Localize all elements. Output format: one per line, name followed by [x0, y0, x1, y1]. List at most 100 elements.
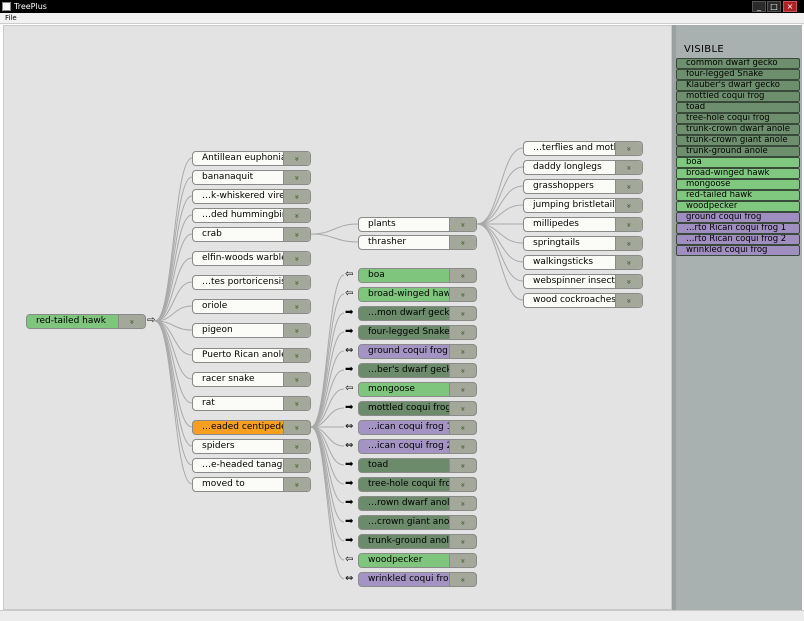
node-e-headed-tanager[interactable]: …e-headed tanager» [192, 458, 311, 473]
node-boa[interactable]: boa» [358, 268, 477, 283]
visible-list-item[interactable]: boa [676, 157, 800, 168]
node-puerto-rican-anole[interactable]: Puerto Rican anole» [192, 348, 311, 363]
expand-chevron-icon[interactable]: » [615, 275, 642, 288]
node-crown-giant-anole[interactable]: …crown giant anole» [358, 515, 477, 530]
node-tree-hole-coqui-frog[interactable]: tree-hole coqui frog» [358, 477, 477, 492]
expand-chevron-icon[interactable]: » [283, 228, 310, 241]
expand-chevron-icon[interactable]: » [449, 459, 476, 472]
visible-list-item[interactable]: common dwarf gecko [676, 58, 800, 69]
node-wrinkled-coqui-frog[interactable]: wrinkled coqui frog» [358, 572, 477, 587]
expand-chevron-icon[interactable]: » [283, 171, 310, 184]
node-thrasher[interactable]: thrasher» [358, 235, 477, 250]
expand-chevron-icon[interactable]: » [615, 199, 642, 212]
node-eaded-centipede[interactable]: …eaded centipede» [192, 420, 311, 435]
close-button[interactable]: × [783, 1, 797, 12]
visible-list-item[interactable]: mottled coqui frog [676, 91, 800, 102]
expand-chevron-icon[interactable]: » [283, 276, 310, 289]
visible-list-item[interactable]: broad-winged hawk [676, 168, 800, 179]
expand-chevron-icon[interactable]: » [283, 252, 310, 265]
expand-chevron-icon[interactable]: » [615, 142, 642, 155]
node-trunk-ground-anole[interactable]: trunk-ground anole» [358, 534, 477, 549]
visible-list-item[interactable]: tree-hole coqui frog [676, 113, 800, 124]
node-red-tailed-hawk[interactable]: red-tailed hawk» [26, 314, 146, 329]
expand-chevron-icon[interactable]: » [283, 397, 310, 410]
visible-list-item[interactable]: red-tailed hawk [676, 190, 800, 201]
node-walkingsticks[interactable]: walkingsticks» [523, 255, 643, 270]
node-plants[interactable]: plants» [358, 217, 477, 232]
expand-chevron-icon[interactable]: » [283, 300, 310, 313]
visible-list-item[interactable]: toad [676, 102, 800, 113]
node-mottled-coqui-frog[interactable]: mottled coqui frog» [358, 401, 477, 416]
visible-list-item[interactable]: trunk-crown dwarf anole [676, 124, 800, 135]
maximize-button[interactable]: □ [767, 1, 781, 12]
visible-list-item[interactable]: woodpecker [676, 201, 800, 212]
node-rown-dwarf-anole[interactable]: …rown dwarf anole» [358, 496, 477, 511]
node-racer-snake[interactable]: racer snake» [192, 372, 311, 387]
node-four-legged-snake[interactable]: four-legged Snake» [358, 325, 477, 340]
expand-chevron-icon[interactable]: » [449, 402, 476, 415]
node-crab[interactable]: crab» [192, 227, 311, 242]
visible-list-item[interactable]: ground coqui frog [676, 212, 800, 223]
expand-chevron-icon[interactable]: » [283, 373, 310, 386]
expand-chevron-icon[interactable]: » [449, 364, 476, 377]
expand-chevron-icon[interactable]: » [449, 554, 476, 567]
node-k-whiskered-vireo[interactable]: …k-whiskered vireo» [192, 189, 311, 204]
node-elfin-woods-warbler[interactable]: elfin-woods warbler» [192, 251, 311, 266]
expand-chevron-icon[interactable]: » [449, 421, 476, 434]
node-toad[interactable]: toad» [358, 458, 477, 473]
visible-list-item[interactable]: Klauber's dwarf gecko [676, 80, 800, 91]
node-millipedes[interactable]: millipedes» [523, 217, 643, 232]
expand-chevron-icon[interactable]: » [449, 440, 476, 453]
expand-chevron-icon[interactable]: » [449, 383, 476, 396]
node-moved-to[interactable]: moved to» [192, 477, 311, 492]
node-pigeon[interactable]: pigeon» [192, 323, 311, 338]
expand-chevron-icon[interactable]: » [449, 573, 476, 586]
visible-list-item[interactable]: trunk-crown giant anole [676, 135, 800, 146]
expand-chevron-icon[interactable]: » [449, 288, 476, 301]
node-grasshoppers[interactable]: grasshoppers» [523, 179, 643, 194]
node-tes-portoricensis[interactable]: …tes portoricensis» [192, 275, 311, 290]
node-mon-dwarf-gecko[interactable]: …mon dwarf gecko» [358, 306, 477, 321]
panel-splitter[interactable] [672, 25, 676, 610]
expand-chevron-icon[interactable]: » [283, 440, 310, 453]
expand-chevron-icon[interactable]: » [283, 209, 310, 222]
visible-list-item[interactable]: four-legged Snake [676, 69, 800, 80]
node-ground-coqui-frog[interactable]: ground coqui frog» [358, 344, 477, 359]
menu-file[interactable]: File [5, 14, 17, 22]
visible-list-item[interactable]: …rto Rican coqui frog 2 [676, 234, 800, 245]
visible-list-item[interactable]: trunk-ground anole [676, 146, 800, 157]
node-oriole[interactable]: oriole» [192, 299, 311, 314]
expand-chevron-icon[interactable]: » [449, 307, 476, 320]
node-mongoose[interactable]: mongoose» [358, 382, 477, 397]
minimize-button[interactable]: _ [752, 1, 766, 12]
tree-canvas[interactable]: red-tailed hawk»⇨Antillean euphonia»bana… [3, 25, 672, 610]
node-ican-coqui-frog-1[interactable]: …ican coqui frog 1» [358, 420, 477, 435]
visible-list-item[interactable]: wrinkled coqui frog [676, 245, 800, 256]
expand-chevron-icon[interactable]: » [449, 345, 476, 358]
expand-chevron-icon[interactable]: » [283, 478, 310, 491]
expand-chevron-icon[interactable]: » [449, 269, 476, 282]
expand-chevron-icon[interactable]: » [449, 535, 476, 548]
expand-chevron-icon[interactable]: » [118, 315, 145, 328]
node-spiders[interactable]: spiders» [192, 439, 311, 454]
expand-chevron-icon[interactable]: » [283, 152, 310, 165]
node-rat[interactable]: rat» [192, 396, 311, 411]
expand-chevron-icon[interactable]: » [449, 516, 476, 529]
node-daddy-longlegs[interactable]: daddy longlegs» [523, 160, 643, 175]
expand-chevron-icon[interactable]: » [615, 218, 642, 231]
expand-chevron-icon[interactable]: » [449, 326, 476, 339]
expand-chevron-icon[interactable]: » [283, 190, 310, 203]
node-woodpecker[interactable]: woodpecker» [358, 553, 477, 568]
node-bananaquit[interactable]: bananaquit» [192, 170, 311, 185]
expand-chevron-icon[interactable]: » [449, 478, 476, 491]
node-springtails[interactable]: springtails» [523, 236, 643, 251]
node-antillean-euphonia[interactable]: Antillean euphonia» [192, 151, 311, 166]
node-webspinner-insects[interactable]: webspinner insects» [523, 274, 643, 289]
node-jumping-bristletails[interactable]: jumping bristletails» [523, 198, 643, 213]
expand-chevron-icon[interactable]: » [615, 294, 642, 307]
expand-chevron-icon[interactable]: » [615, 180, 642, 193]
expand-chevron-icon[interactable]: » [449, 497, 476, 510]
expand-chevron-icon[interactable]: » [283, 349, 310, 362]
node-ican-coqui-frog-2[interactable]: …ican coqui frog 2» [358, 439, 477, 454]
expand-chevron-icon[interactable]: » [615, 161, 642, 174]
